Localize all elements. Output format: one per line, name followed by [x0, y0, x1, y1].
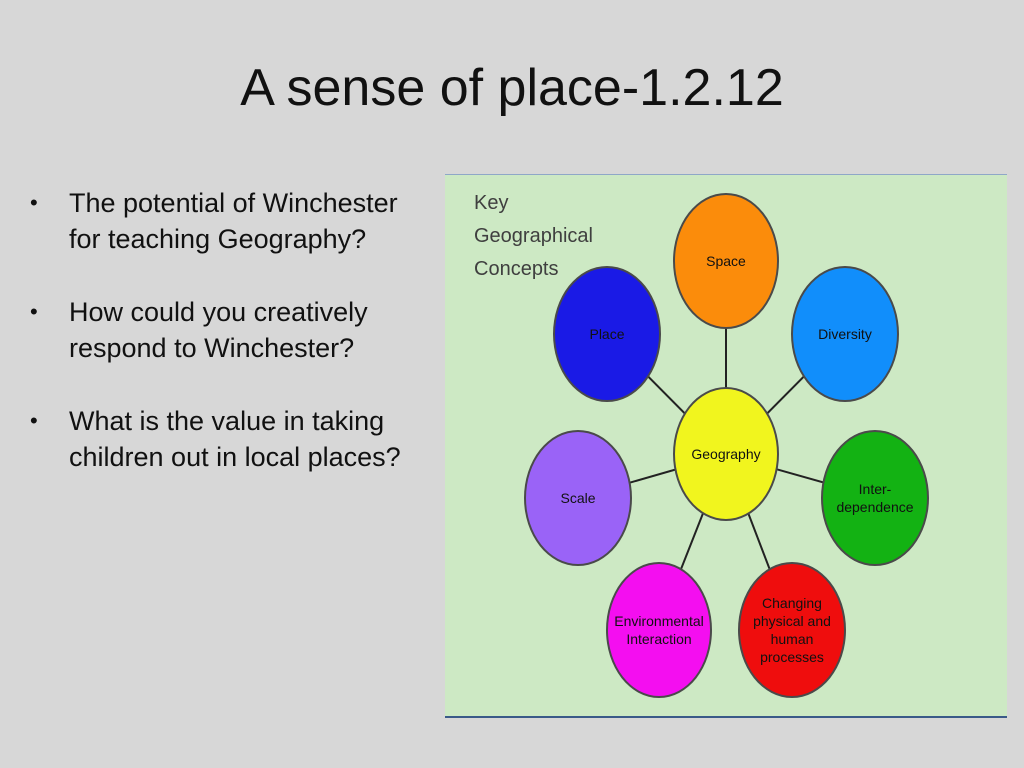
bullet-item: • The potential of Winchester for teachi…: [30, 185, 430, 257]
bubble-label: Inter- dependence: [836, 481, 914, 515]
bullet-text: The potential of Winchester for teaching…: [69, 188, 398, 254]
bullet-text: What is the value in taking children out…: [69, 406, 401, 472]
key-title-line: Geographical: [474, 225, 593, 247]
bubble-label: Geography: [691, 446, 761, 462]
bullet-list: • The potential of Winchester for teachi…: [30, 185, 430, 512]
key-title-line: Key: [474, 192, 509, 214]
bubble-diversity: Diversity: [791, 266, 899, 402]
bubble-label: Changing physical and human processes: [753, 595, 831, 665]
bullet-dot-icon: •: [30, 190, 38, 215]
bubble-place: Place: [553, 266, 661, 402]
bubble-label: Diversity: [818, 326, 872, 342]
bubble-environmental-interaction: Environmental Interaction: [606, 562, 712, 698]
bubble-changing-processes: Changing physical and human processes: [738, 562, 846, 698]
bullet-item: • How could you creatively respond to Wi…: [30, 294, 430, 366]
concepts-diagram: Key Geographical Concepts Geography Spac…: [445, 174, 1007, 718]
slide-title: A sense of place-1.2.12: [240, 59, 784, 117]
bullet-text: How could you creatively respond to Winc…: [69, 297, 368, 363]
bullet-dot-icon: •: [30, 299, 38, 324]
bullet-dot-icon: •: [30, 408, 38, 433]
bubble-label: Scale: [560, 490, 596, 506]
bubble-label: Place: [589, 326, 625, 342]
bubble-scale: Scale: [524, 430, 632, 566]
bubble-label: Space: [706, 253, 746, 269]
bubble-geography: Geography: [673, 387, 779, 521]
bullet-item: • What is the value in taking children o…: [30, 403, 430, 475]
key-title-line: Concepts: [474, 258, 559, 280]
bubble-label: Environmental Interaction: [614, 613, 704, 647]
bubble-interdependence: Inter- dependence: [821, 430, 929, 566]
bubble-space: Space: [673, 193, 779, 329]
